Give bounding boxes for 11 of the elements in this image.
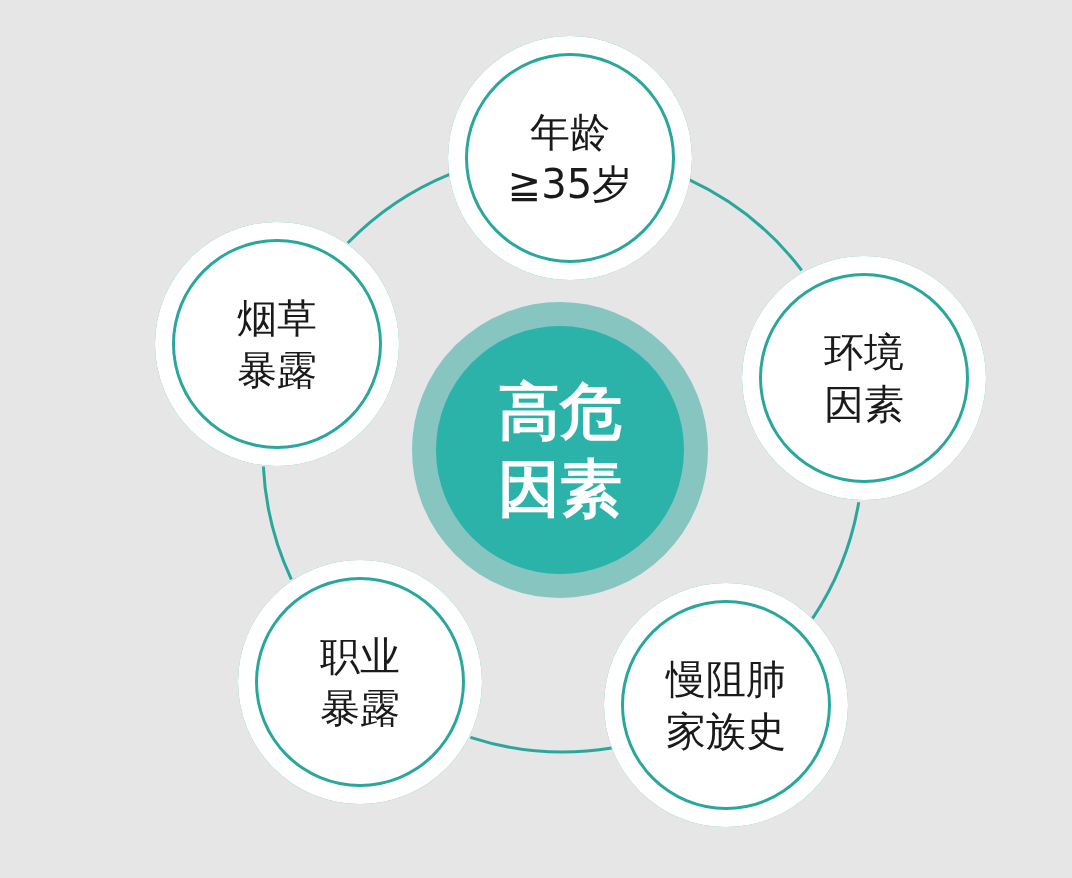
ring-arc bbox=[688, 178, 803, 272]
ring-arc bbox=[346, 172, 451, 245]
node-label: 烟草暴露 bbox=[237, 294, 317, 395]
node-label: 慢阻肺家族史 bbox=[666, 655, 786, 756]
node-label: 职业暴露 bbox=[320, 632, 400, 733]
node-label: 年龄≧35岁 bbox=[507, 108, 633, 209]
ring-arc bbox=[470, 735, 612, 754]
node-label: 高危因素 bbox=[498, 373, 622, 527]
ring-arc bbox=[261, 466, 293, 580]
node-label: 环境因素 bbox=[824, 328, 904, 429]
ring-arc bbox=[811, 501, 861, 620]
